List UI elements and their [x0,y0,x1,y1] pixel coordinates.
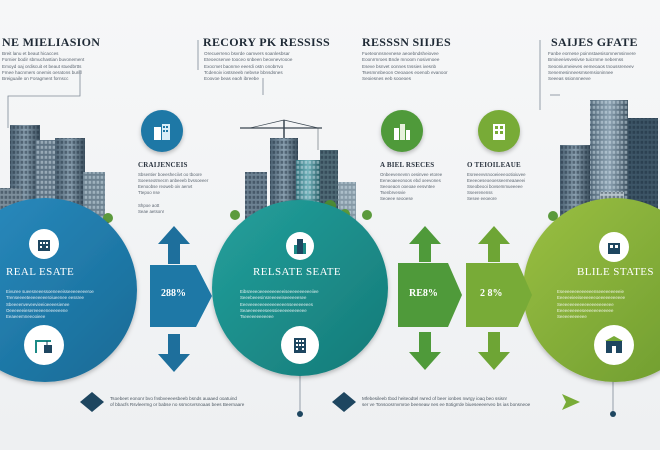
apartment-icon [29,229,59,259]
percent-label-2: RE8% [409,288,438,299]
mid-heading-3: O TEIOILEAUE [467,161,521,169]
house-icon [599,232,629,262]
bottom-note-1: Tsoebeet eononr bvo fnsbveeeesbeeb bsnds… [110,396,245,408]
band-title-3: BLILE STATES [577,266,654,278]
section-heading-4: SAIJES GFATE [551,35,638,49]
tower-icon [286,232,314,260]
percent-label-1: 288% [161,288,186,299]
building-icon [141,110,183,152]
bottom-note-2: Mfebesileeb tbod heiteodtel rwred of bee… [362,396,531,408]
left-city [0,125,113,228]
band-teal [212,200,388,376]
section-heading-1: NE MIELIASION [2,35,101,49]
timeline-dot [610,411,616,417]
mid-heading-1: CRAIJENCEIS [138,161,188,169]
arrow-green [398,226,462,370]
band-title-2: RELSATE SEATE [253,266,342,278]
section-heading-3: RESSSN SIIJES [362,35,451,49]
office-icon [478,110,520,152]
percent-label-3: 2 8% [480,288,503,299]
crane-icon [24,325,64,365]
section-heading-2: RECORY PK RESSISS [203,35,330,49]
block-building-icon [281,326,319,364]
band-title-1: REAL ESATE [6,266,75,278]
timeline-dot [297,411,303,417]
mid-heading-2: A BIEL RSECES [380,161,435,169]
storefront-icon [594,325,634,365]
arrow-lime [466,226,532,370]
chevron-marker [562,394,580,410]
diamond-marker [332,392,356,412]
city-icon [381,110,423,152]
diamond-marker [80,392,104,412]
arrow-blue [150,226,212,372]
